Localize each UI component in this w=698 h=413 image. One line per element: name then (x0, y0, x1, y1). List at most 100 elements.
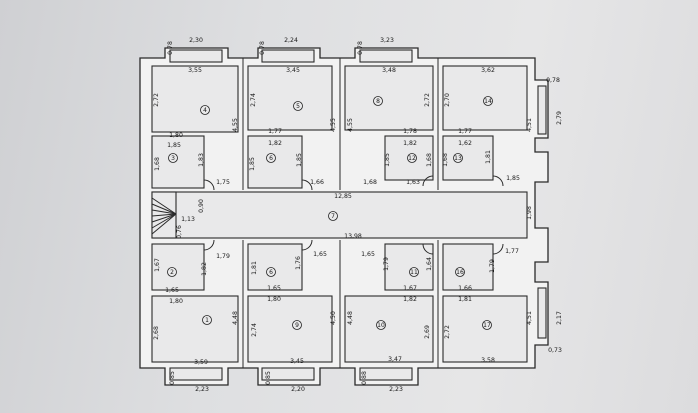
room-marker (409, 267, 419, 277)
dimension-label: 2,24 (284, 37, 298, 44)
room-3 (151, 135, 205, 189)
dimension-label: 1,85 (384, 153, 391, 167)
dimension-label: 1,75 (216, 179, 230, 186)
dimension-label: 3,45 (286, 67, 300, 74)
dimension-label: 3,45 (290, 358, 304, 365)
dimension-label: 1,66 (310, 179, 324, 186)
door-swing (301, 179, 313, 191)
dimension-label: 1,65 (361, 251, 375, 258)
dimension-label: 2,74 (251, 323, 258, 337)
room-marker (202, 315, 212, 325)
room-number: 16 (456, 269, 464, 276)
room-marker (453, 153, 463, 163)
door-swing (203, 239, 215, 251)
staircase (151, 191, 177, 239)
balcony-right-bottom (537, 287, 547, 339)
dimension-label: 1,64 (426, 257, 433, 271)
dimension-label: 3,58 (481, 357, 495, 364)
dimension-label: 1,82 (268, 140, 282, 147)
room-marker (168, 153, 178, 163)
room-marker (455, 267, 465, 277)
room-6b (247, 243, 303, 291)
room-marker (292, 320, 302, 330)
dimension-label: 1,85 (249, 157, 256, 171)
dimension-label: 2,69 (424, 325, 431, 339)
dimension-label: 1,68 (154, 157, 161, 171)
room-number: 12 (408, 155, 416, 162)
dimension-label: 4,55 (232, 118, 239, 132)
dimension-label: 1,66 (458, 285, 472, 292)
balcony-bottom-2 (261, 367, 315, 381)
dimension-label: 0,73 (548, 347, 562, 354)
room-13 (442, 135, 494, 181)
room-marker (293, 101, 303, 111)
dimension-label: 4,48 (232, 311, 239, 325)
door-swing (203, 179, 215, 191)
room-number: 6 (269, 269, 273, 276)
dimension-label: 2,23 (389, 386, 403, 393)
door-swing (422, 243, 434, 255)
dimension-label: 1,77 (505, 248, 519, 255)
dimension-label: 2,68 (153, 326, 160, 340)
balcony-top-2 (261, 49, 315, 63)
room-marker (266, 153, 276, 163)
dimension-label: 1,80 (169, 132, 183, 139)
room-number: 8 (376, 98, 380, 105)
dimension-label: 2,23 (195, 386, 209, 393)
dimension-label: 1,67 (154, 258, 161, 272)
dimension-label: 1,80 (169, 298, 183, 305)
dimension-label: 13,98 (344, 233, 362, 240)
dimension-label: 0,85 (169, 371, 176, 385)
room-number: 11 (410, 269, 418, 276)
room-number: 1 (205, 317, 209, 324)
dimension-label: 1,68 (426, 153, 433, 167)
dimension-label: 1,76 (295, 256, 302, 270)
dimension-label: 2,74 (250, 93, 257, 107)
room-16 (442, 243, 494, 291)
room-marker (483, 96, 493, 106)
door-swing (492, 175, 504, 187)
dimension-label: 1,68 (363, 179, 377, 186)
room-marker (482, 320, 492, 330)
door-swing (492, 243, 504, 255)
dimension-label: 1,65 (267, 285, 281, 292)
dimension-label: 2,20 (291, 386, 305, 393)
balcony-bottom-3 (359, 367, 413, 381)
dimension-label: 1,85 (506, 175, 520, 182)
dimension-label: 4,51 (526, 311, 533, 325)
dimension-label: 3,62 (481, 67, 495, 74)
dimension-label: 1,82 (201, 262, 208, 276)
room-10 (344, 295, 434, 363)
room-number: 13 (454, 155, 462, 162)
room-number: 5 (296, 103, 300, 110)
room-marker (266, 267, 276, 277)
dimension-label: 1,13 (181, 216, 195, 223)
dimension-label: 0,90 (198, 199, 205, 213)
dimension-label: 0,88 (361, 371, 368, 385)
dimension-label: 4,55 (347, 118, 354, 132)
room-5 (247, 65, 333, 131)
dimension-label: 0,78 (357, 41, 364, 55)
dimension-label: 1,83 (198, 153, 205, 167)
dimension-label: 4,51 (526, 118, 533, 132)
dimension-label: 1,68 (442, 153, 449, 167)
room-number: 14 (484, 98, 492, 105)
room-number: 2 (170, 269, 174, 276)
dimension-label: 1,63 (406, 179, 420, 186)
room-marker (373, 96, 383, 106)
room-number: 3 (171, 155, 175, 162)
room-1 (151, 295, 239, 363)
room-number: 10 (377, 322, 385, 329)
dimension-label: 1,79 (383, 257, 390, 271)
dimension-label: 2,72 (424, 93, 431, 107)
room-marker (167, 267, 177, 277)
dimension-label: 2,79 (556, 111, 563, 125)
balcony-top-3 (359, 49, 413, 63)
dimension-label: 0,78 (546, 77, 560, 84)
room-number: 6 (269, 155, 273, 162)
dimension-label: 1,98 (526, 206, 533, 220)
dimension-label: 3,55 (188, 67, 202, 74)
room-2 (151, 243, 205, 291)
dimension-label: 1,62 (458, 140, 472, 147)
